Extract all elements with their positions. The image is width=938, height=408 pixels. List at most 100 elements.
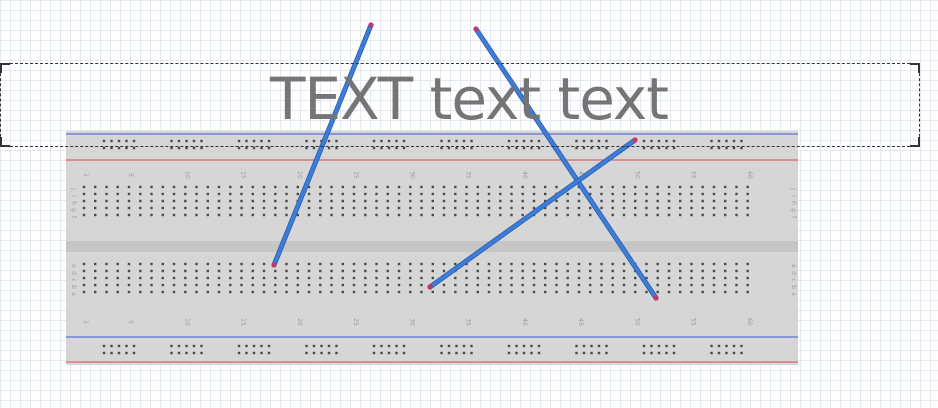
rail-hole[interactable] bbox=[605, 139, 608, 143]
rail-hole[interactable] bbox=[507, 139, 511, 143]
breadboard-hole[interactable] bbox=[476, 262, 479, 266]
breadboard-hole[interactable] bbox=[229, 276, 232, 280]
breadboard-hole[interactable] bbox=[94, 290, 97, 294]
rail-hole[interactable] bbox=[530, 351, 533, 355]
breadboard-hole[interactable] bbox=[589, 185, 592, 189]
breadboard-hole[interactable] bbox=[116, 213, 119, 217]
rail-hole[interactable] bbox=[665, 146, 668, 150]
breadboard-hole[interactable] bbox=[532, 283, 536, 287]
breadboard-hole[interactable] bbox=[454, 192, 457, 196]
breadboard-hole[interactable] bbox=[150, 199, 153, 203]
breadboard-hole[interactable] bbox=[172, 283, 176, 287]
rail-hole[interactable] bbox=[305, 351, 308, 355]
breadboard-hole[interactable] bbox=[667, 283, 671, 287]
breadboard-hole[interactable] bbox=[577, 192, 581, 196]
breadboard-hole[interactable] bbox=[667, 206, 671, 210]
breadboard-hole[interactable] bbox=[397, 199, 401, 203]
rail-hole[interactable] bbox=[327, 344, 331, 348]
rail-hole[interactable] bbox=[440, 139, 443, 143]
rail-hole[interactable] bbox=[117, 139, 121, 143]
breadboard-hole[interactable] bbox=[679, 290, 682, 294]
breadboard-hole[interactable] bbox=[521, 262, 524, 266]
rail-hole[interactable] bbox=[267, 351, 271, 355]
breadboard-hole[interactable] bbox=[217, 283, 221, 287]
breadboard-hole[interactable] bbox=[611, 283, 614, 287]
breadboard-hole[interactable] bbox=[712, 283, 716, 287]
breadboard-hole[interactable] bbox=[420, 262, 423, 266]
breadboard-hole[interactable] bbox=[251, 199, 254, 203]
breadboard-hole[interactable] bbox=[127, 185, 131, 189]
breadboard-hole[interactable] bbox=[532, 199, 536, 203]
breadboard-hole[interactable] bbox=[544, 276, 547, 280]
breadboard-hole[interactable] bbox=[735, 290, 738, 294]
breadboard-hole[interactable] bbox=[690, 269, 693, 273]
rail-hole[interactable] bbox=[200, 146, 203, 150]
breadboard-hole[interactable] bbox=[454, 185, 457, 189]
breadboard-hole[interactable] bbox=[172, 262, 176, 266]
breadboard-hole[interactable] bbox=[82, 262, 86, 266]
breadboard-hole[interactable] bbox=[262, 290, 266, 294]
breadboard-hole[interactable] bbox=[746, 276, 749, 280]
breadboard-hole[interactable] bbox=[465, 269, 468, 273]
breadboard-hole[interactable] bbox=[274, 269, 277, 273]
breadboard-hole[interactable] bbox=[577, 283, 581, 287]
breadboard-hole[interactable] bbox=[622, 290, 626, 294]
rail-hole[interactable] bbox=[110, 139, 113, 143]
breadboard-hole[interactable] bbox=[409, 262, 412, 266]
breadboard-hole[interactable] bbox=[307, 206, 311, 210]
breadboard-hole[interactable] bbox=[330, 290, 333, 294]
breadboard-hole[interactable] bbox=[442, 283, 446, 287]
breadboard-hole[interactable] bbox=[251, 276, 254, 280]
rail-hole[interactable] bbox=[575, 146, 578, 150]
breadboard-hole[interactable] bbox=[217, 269, 221, 273]
rail-hole[interactable] bbox=[657, 351, 661, 355]
rail-hole[interactable] bbox=[470, 351, 473, 355]
breadboard-hole[interactable] bbox=[577, 213, 581, 217]
rail-hole[interactable] bbox=[312, 351, 316, 355]
rail-hole[interactable] bbox=[455, 139, 458, 143]
breadboard-hole[interactable] bbox=[364, 185, 367, 189]
rail-hole[interactable] bbox=[582, 139, 586, 143]
breadboard-hole[interactable] bbox=[274, 290, 277, 294]
breadboard-hole[interactable] bbox=[420, 206, 423, 210]
rail-hole[interactable] bbox=[515, 344, 518, 348]
rail-hole[interactable] bbox=[327, 146, 331, 150]
rail-hole[interactable] bbox=[267, 139, 271, 143]
breadboard-hole[interactable] bbox=[555, 283, 558, 287]
rail-hole[interactable] bbox=[537, 351, 541, 355]
breadboard-hole[interactable] bbox=[465, 185, 468, 189]
breadboard-hole[interactable] bbox=[341, 290, 344, 294]
breadboard-hole[interactable] bbox=[139, 283, 142, 287]
breadboard-hole[interactable] bbox=[262, 283, 266, 287]
breadboard-hole[interactable] bbox=[667, 192, 671, 196]
breadboard-hole[interactable] bbox=[499, 199, 502, 203]
breadboard-hole[interactable] bbox=[217, 290, 221, 294]
rail-hole[interactable] bbox=[237, 146, 241, 150]
breadboard-hole[interactable] bbox=[690, 290, 693, 294]
breadboard-hole[interactable] bbox=[544, 290, 547, 294]
breadboard-hole[interactable] bbox=[184, 206, 187, 210]
breadboard-hole[interactable] bbox=[465, 283, 468, 287]
breadboard-hole[interactable] bbox=[364, 199, 367, 203]
rail-hole[interactable] bbox=[597, 351, 601, 355]
rail-hole[interactable] bbox=[245, 139, 248, 143]
breadboard-hole[interactable] bbox=[746, 199, 749, 203]
breadboard-hole[interactable] bbox=[150, 269, 153, 273]
rail-hole[interactable] bbox=[575, 351, 578, 355]
breadboard-hole[interactable] bbox=[634, 213, 637, 217]
breadboard-hole[interactable] bbox=[229, 269, 232, 273]
breadboard-hole[interactable] bbox=[622, 213, 626, 217]
breadboard-hole[interactable] bbox=[746, 283, 749, 287]
breadboard-hole[interactable] bbox=[397, 290, 401, 294]
breadboard-hole[interactable] bbox=[645, 262, 648, 266]
breadboard-hole[interactable] bbox=[735, 192, 738, 196]
breadboard-hole[interactable] bbox=[679, 185, 682, 189]
breadboard-hole[interactable] bbox=[217, 199, 221, 203]
breadboard-hole[interactable] bbox=[251, 206, 254, 210]
breadboard-hole[interactable] bbox=[319, 276, 322, 280]
breadboard-hole[interactable] bbox=[690, 206, 693, 210]
breadboard-hole[interactable] bbox=[352, 276, 356, 280]
breadboard-hole[interactable] bbox=[116, 283, 119, 287]
breadboard-hole[interactable] bbox=[397, 269, 401, 273]
breadboard-hole[interactable] bbox=[712, 192, 716, 196]
